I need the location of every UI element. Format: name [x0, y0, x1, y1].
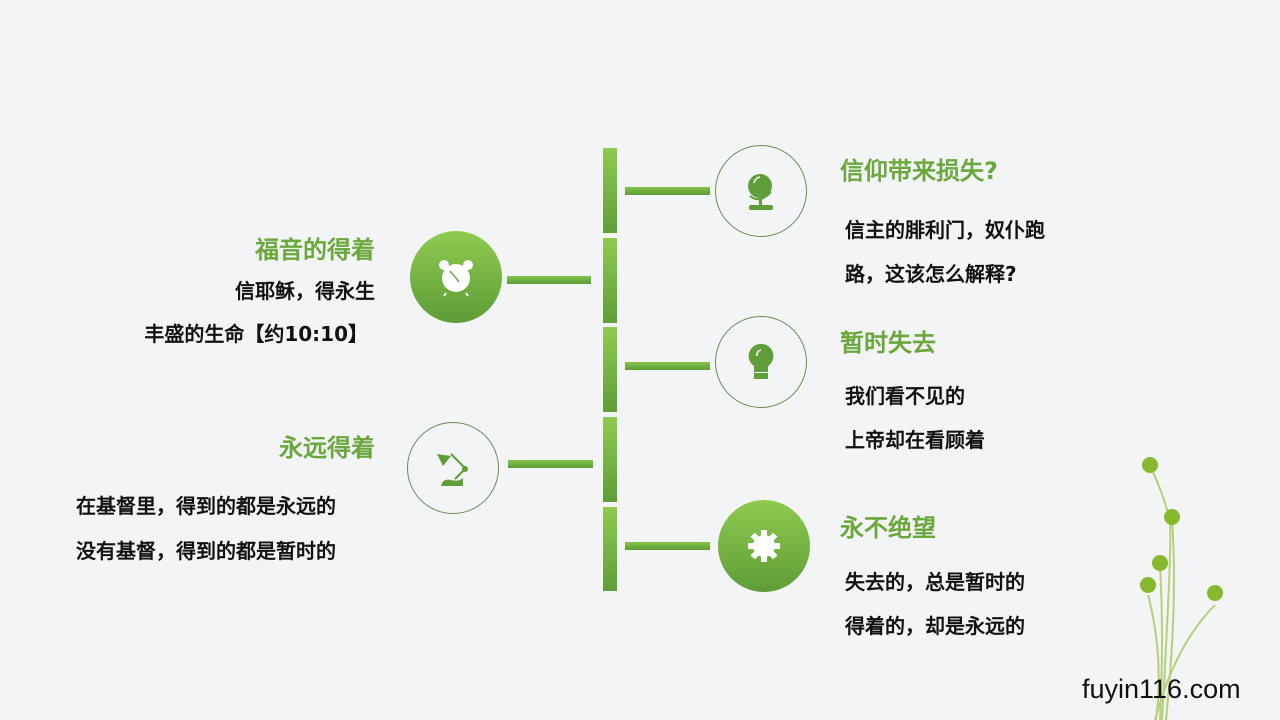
connector: [508, 460, 593, 468]
timeline-segment: [603, 238, 617, 323]
timeline-segment: [603, 148, 617, 233]
section-text: 我们看不见的: [845, 384, 965, 408]
connector: [507, 276, 591, 284]
section-title: 永远得着: [279, 434, 375, 462]
section-title: 永不绝望: [840, 514, 936, 542]
connector: [625, 187, 710, 195]
section-text: 路，这该怎么解释?: [845, 262, 1017, 286]
gear-icon: [718, 500, 810, 592]
timeline-segment: [603, 417, 617, 502]
section-title: 福音的得着: [255, 236, 375, 264]
section-text: 在基督里，得到的都是永远的: [76, 494, 336, 518]
section-text: 上帝却在看顾着: [845, 428, 985, 452]
connector: [625, 362, 710, 370]
section-title: 暂时失去: [840, 329, 936, 357]
lightbulb-icon: [715, 316, 807, 408]
section-text: 没有基督，得到的都是暂时的: [76, 539, 336, 563]
section-text: 信耶稣，得永生: [235, 279, 375, 303]
desk-lamp-icon: [407, 422, 499, 514]
globe-icon: [715, 145, 807, 237]
section-text: 信主的腓利门，奴仆跑: [845, 218, 1045, 242]
section-text: 失去的，总是暂时的: [845, 570, 1025, 594]
timeline-segment: [603, 507, 617, 591]
section-title: 信仰带来损失?: [840, 157, 998, 185]
timeline-segment: [603, 327, 617, 412]
section-text: 得着的，却是永远的: [845, 614, 1025, 638]
connector: [625, 542, 710, 550]
alarm-clock-icon: [410, 231, 502, 323]
section-text: 丰盛的生命【约10:10】: [144, 322, 368, 346]
plant-decoration: [1140, 457, 1223, 720]
watermark: fuyin116.com: [1082, 674, 1241, 704]
